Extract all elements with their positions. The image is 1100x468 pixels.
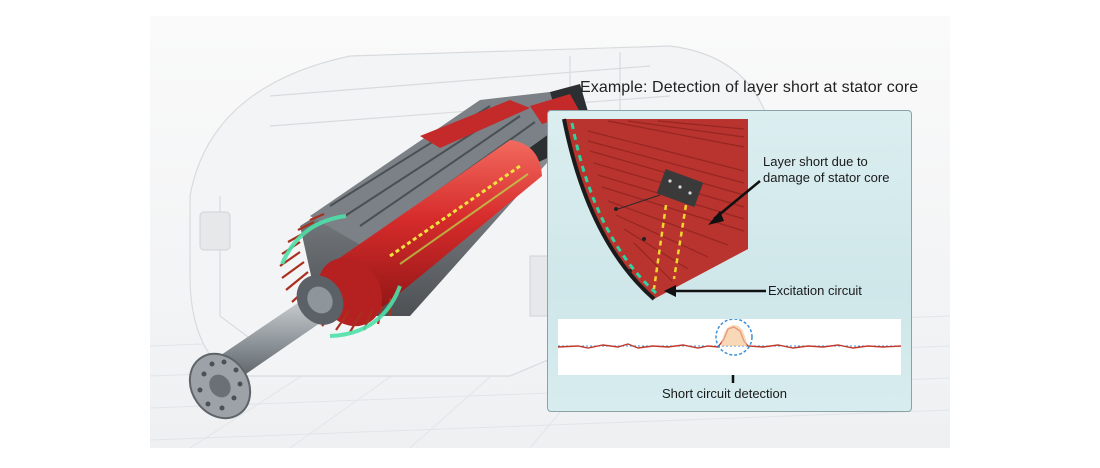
- short-circuit-detection-callout: Short circuit detection: [662, 386, 788, 401]
- example-title: Example: Detection of layer short at sta…: [580, 79, 919, 96]
- signal-graph: [558, 319, 901, 375]
- stator-core-closeup: [562, 118, 766, 383]
- detection-example-panel: Layer short due to damage of stator core…: [547, 110, 912, 412]
- layer-short-callout: Layer short due to damage of stator core: [763, 154, 890, 185]
- short-detection-signal: [558, 319, 901, 356]
- excitation-circuit-callout: Excitation circuit: [768, 283, 862, 298]
